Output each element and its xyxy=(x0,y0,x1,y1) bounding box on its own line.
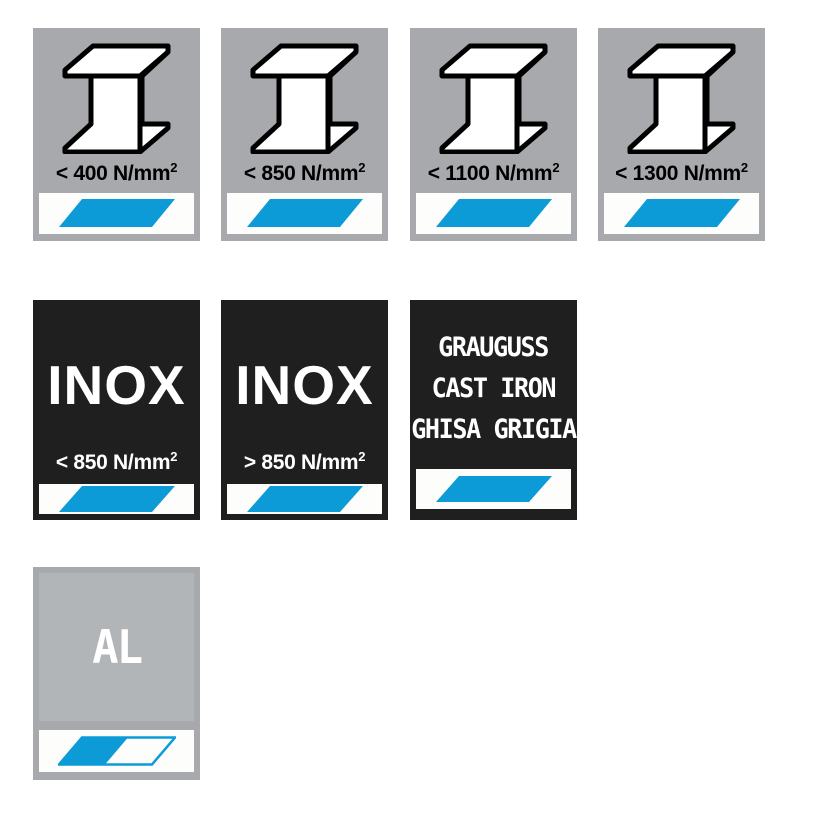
cast-iron-name-de: GRAUGUSS xyxy=(438,332,550,363)
steel-strength-label: < 1300 N/mm2 xyxy=(615,159,748,185)
tile-steel-400[interactable]: < 400 N/mm2 xyxy=(33,28,200,241)
i-beam-icon xyxy=(39,36,194,155)
inox-strength-label: > 850 N/mm2 xyxy=(243,449,366,474)
steel-strength-label: < 850 N/mm2 xyxy=(243,159,366,185)
steel-strength-label: < 1100 N/mm2 xyxy=(427,159,560,185)
tile-inox-lt850[interactable]: INOX < 850 N/mm2 xyxy=(33,300,200,520)
inox-word: INOX xyxy=(47,354,186,416)
parallelogram-full-icon xyxy=(435,476,552,502)
tile-steel-1300[interactable]: < 1300 N/mm2 xyxy=(598,28,765,241)
aluminium-word: AL xyxy=(92,620,143,674)
tile-cast-iron[interactable]: GRAUGUSS CAST IRON GHISA GRIGIA xyxy=(410,300,577,520)
fill-strip xyxy=(39,484,194,514)
parallelogram-half-icon xyxy=(57,736,176,766)
inox-strength-label: < 850 N/mm2 xyxy=(55,449,178,474)
tile-inox-gt850[interactable]: INOX > 850 N/mm2 xyxy=(221,300,388,520)
fill-strip xyxy=(227,192,382,234)
inox-word: INOX xyxy=(235,354,374,416)
cast-iron-name-en: CAST IRON xyxy=(431,373,557,404)
parallelogram-full-icon xyxy=(623,199,740,228)
fill-strip xyxy=(39,730,194,772)
fill-strip xyxy=(227,484,382,514)
tile-steel-1100[interactable]: < 1100 N/mm2 xyxy=(410,28,577,241)
cast-iron-names: GRAUGUSS CAST IRON GHISA GRIGIA xyxy=(411,332,577,443)
i-beam-icon xyxy=(227,36,382,155)
fill-strip xyxy=(604,192,759,234)
parallelogram-full-icon xyxy=(246,199,363,228)
fill-strip xyxy=(416,469,571,509)
tile-steel-850[interactable]: < 850 N/mm2 xyxy=(221,28,388,241)
aluminium-panel: AL xyxy=(39,573,194,721)
tile-aluminium[interactable]: AL xyxy=(33,567,200,780)
parallelogram-full-icon xyxy=(246,486,363,512)
cast-iron-name-it: GHISA GRIGIA xyxy=(411,414,577,445)
steel-strength-label: < 400 N/mm2 xyxy=(55,159,178,185)
parallelogram-full-icon xyxy=(58,486,175,512)
i-beam-icon xyxy=(416,36,571,155)
parallelogram-full-icon xyxy=(435,199,552,228)
fill-strip xyxy=(416,192,571,234)
fill-strip xyxy=(39,192,194,234)
i-beam-icon xyxy=(604,36,759,155)
parallelogram-full-icon xyxy=(58,199,175,228)
